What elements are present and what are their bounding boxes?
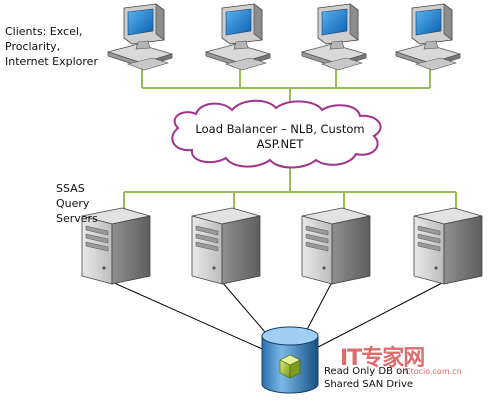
client-computer-icon: [107, 3, 173, 71]
load-balancer-label: Load Balancer – NLB, Custom ASP.NET: [180, 122, 380, 152]
ssas-query-servers-label: SSAS Query Servers: [56, 181, 98, 226]
clients-label-line: Internet Explorer: [5, 55, 98, 68]
clients-label-line: Proclarity,: [5, 40, 61, 53]
watermark-logo: IT专家网: [340, 346, 425, 371]
client-network-lines: [141, 60, 431, 108]
database-label: Read Only DB on Shared SAN Drive: [324, 365, 413, 391]
database-cylinder-icon: [261, 326, 319, 394]
watermark-site: Ctocio.com.cn: [405, 367, 462, 376]
client-computer-icon: [205, 3, 271, 71]
clients-label-line: Clients: Excel,: [5, 25, 83, 38]
client-computer-icon: [395, 3, 461, 71]
clients-label: Clients: Excel, Proclarity, Internet Exp…: [5, 24, 98, 69]
load-balancer-label-line: ASP.NET: [256, 137, 304, 151]
ssas-label-line: Servers: [56, 212, 98, 225]
database-label-line: Read Only DB on: [324, 366, 409, 377]
database-label-line: Shared SAN Drive: [324, 379, 414, 390]
client-computers: [107, 3, 461, 71]
client-computer-icon: [301, 3, 367, 71]
server-tower-icon: [191, 207, 261, 285]
ssas-label-line: SSAS: [56, 182, 85, 195]
ssas-query-servers: [81, 207, 483, 285]
server-tower-icon: [413, 207, 483, 285]
ssas-label-line: Query: [56, 197, 90, 210]
load-balancer-cloud-shape: [171, 99, 382, 169]
load-balancer-label-line: Load Balancer – NLB, Custom: [195, 122, 365, 136]
server-tower-icon: [301, 207, 371, 285]
